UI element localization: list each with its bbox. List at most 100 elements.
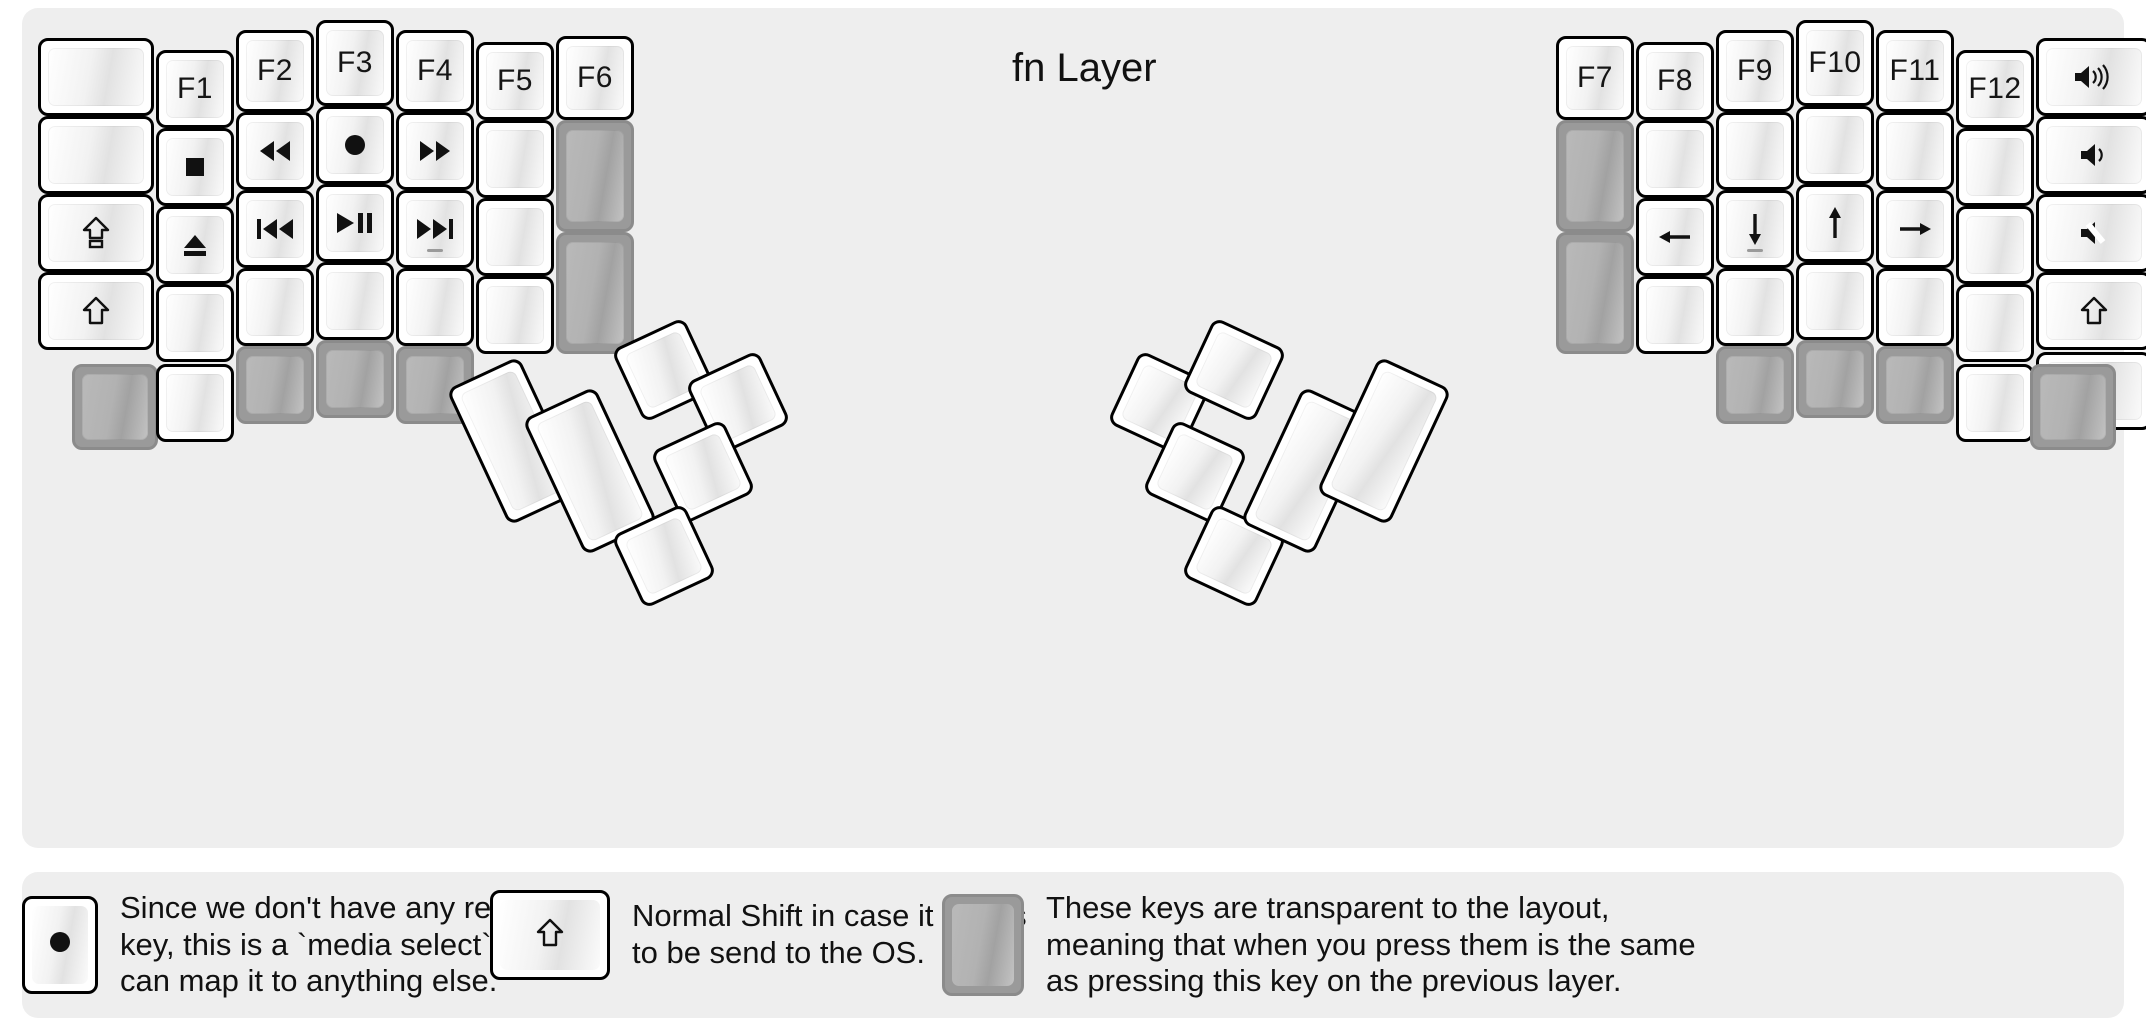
- right-key-r-c2-r3[interactable]: [1636, 198, 1714, 276]
- left-key-l-c5-r3[interactable]: [396, 190, 474, 268]
- sub-dash-marker: [427, 249, 443, 252]
- left-key-l-c5-r1[interactable]: F4: [396, 30, 474, 112]
- legend-record-sample-key[interactable]: [22, 895, 98, 994]
- right-key-r-c5-r1[interactable]: F11: [1876, 30, 1954, 112]
- left-key-l-c3-r3[interactable]: [236, 190, 314, 268]
- keycap-surface: [1966, 138, 2024, 196]
- keycap-surface: [486, 130, 544, 188]
- keycap-surface: [166, 138, 224, 196]
- left-key-l-c2-r1[interactable]: F1: [156, 50, 234, 128]
- keycap-surface: [2040, 374, 2106, 440]
- keycap-surface: [566, 242, 624, 344]
- sub-dash-marker: [1747, 249, 1763, 252]
- keycap-surface: F3: [326, 30, 384, 96]
- left-key-l-c3-r1[interactable]: F2: [236, 30, 314, 112]
- arrow-left-icon: [1657, 224, 1693, 250]
- left-key-l-c1-r3[interactable]: [38, 194, 154, 272]
- right-key-r-c7-r4[interactable]: [2036, 272, 2146, 350]
- keycap-surface: F10: [1806, 30, 1864, 96]
- volume-up-icon: [2071, 62, 2117, 92]
- left-key-l-c6-r2[interactable]: [476, 120, 554, 198]
- left-key-l-c3-r4[interactable]: [236, 268, 314, 346]
- left-key-l-c5-r4[interactable]: [396, 268, 474, 346]
- keycap-surface: F9: [1726, 40, 1784, 102]
- keycap-surface: [1886, 200, 1944, 258]
- left-key-l-c4-r2[interactable]: [316, 106, 394, 184]
- right-key-r-c4-r2[interactable]: [1796, 106, 1874, 184]
- key-label: F7: [1576, 61, 1613, 94]
- play-pause-icon: [334, 210, 376, 236]
- right-key-r-c1-r1[interactable]: F7: [1556, 36, 1634, 120]
- keycap-surface: F1: [166, 60, 224, 118]
- key-label: F2: [256, 54, 293, 87]
- right-key-r-c5-r5[interactable]: [1876, 346, 1954, 424]
- keycap-surface: F4: [406, 40, 464, 102]
- right-key-r-c1-r3[interactable]: [1556, 232, 1634, 354]
- left-key-l-c6-r4[interactable]: [476, 276, 554, 354]
- right-key-r-c3-r4[interactable]: [1716, 268, 1794, 346]
- left-key-l-c2-r4[interactable]: [156, 284, 234, 362]
- right-key-r-c5-r4[interactable]: [1876, 268, 1954, 346]
- right-key-r-c2-r1[interactable]: F8: [1636, 42, 1714, 120]
- right-key-r-c6-r1[interactable]: F12: [1956, 50, 2034, 128]
- stop-icon: [180, 152, 210, 182]
- right-key-r-c6-r4[interactable]: [1956, 284, 2034, 362]
- right-key-r-c4-r4[interactable]: [1796, 262, 1874, 340]
- caps-lock-icon: [81, 216, 111, 250]
- keycap-surface: [663, 432, 743, 512]
- right-key-r-c7-r1[interactable]: [2036, 38, 2146, 116]
- legend-transparent-sample-key[interactable]: [942, 893, 1024, 996]
- keycap-surface: [1726, 200, 1784, 258]
- keycap-surface: [1194, 330, 1274, 410]
- right-key-r-c6-r3[interactable]: [1956, 206, 2034, 284]
- right-key-r-c3-r5[interactable]: [1716, 346, 1794, 424]
- keycap-surface: [624, 516, 704, 596]
- left-key-l-c2-r3[interactable]: [156, 206, 234, 284]
- left-key-l-c2-r5[interactable]: [156, 364, 234, 442]
- keycap-surface: [1966, 374, 2024, 432]
- right-key-r-c2-r2[interactable]: [1636, 120, 1714, 198]
- left-key-l-c4-r3[interactable]: [316, 184, 394, 262]
- left-key-l-c2-r2[interactable]: [156, 128, 234, 206]
- legend-shift-sample-key[interactable]: [490, 890, 610, 980]
- right-key-r-c4-r5[interactable]: [1796, 340, 1874, 418]
- right-key-r-c4-r3[interactable]: [1796, 184, 1874, 262]
- right-key-r-c2-r4[interactable]: [1636, 276, 1714, 354]
- left-key-l-c4-r5[interactable]: [316, 340, 394, 418]
- keycap-surface: [406, 200, 464, 258]
- right-key-r-c5-r2[interactable]: [1876, 112, 1954, 190]
- left-key-l-c1-r1[interactable]: [38, 38, 154, 116]
- left-key-l-c3-r5[interactable]: [236, 346, 314, 424]
- left-key-l-c7-r3[interactable]: [556, 232, 634, 354]
- keycap-surface: [1566, 242, 1624, 344]
- right-key-r-c5-r3[interactable]: [1876, 190, 1954, 268]
- right-key-r-c7-r6[interactable]: [2030, 364, 2116, 450]
- right-key-r-c7-r2[interactable]: [2036, 116, 2146, 194]
- left-key-l-c7-r2[interactable]: [556, 120, 634, 232]
- left-key-l-c3-r2[interactable]: [236, 112, 314, 190]
- right-key-r-c7-r3[interactable]: [2036, 194, 2146, 272]
- keycap-surface: [535, 399, 645, 543]
- right-key-r-c6-r2[interactable]: [1956, 128, 2034, 206]
- right-key-r-c1-r2[interactable]: [1556, 120, 1634, 232]
- left-key-l-c4-r4[interactable]: [316, 262, 394, 340]
- right-key-r-c6-r5[interactable]: [1956, 364, 2034, 442]
- left-key-l-c6-r3[interactable]: [476, 198, 554, 276]
- left-key-l-c6-r1[interactable]: F5: [476, 42, 554, 120]
- right-key-r-c3-r2[interactable]: [1716, 112, 1794, 190]
- keycap-surface: [246, 278, 304, 336]
- left-key-l-c5-r2[interactable]: [396, 112, 474, 190]
- keycap-surface: F5: [486, 52, 544, 110]
- left-key-l-c7-r1[interactable]: F6: [556, 36, 634, 120]
- left-key-l-c1-r4[interactable]: [38, 272, 154, 350]
- left-key-l-c4-r1[interactable]: F3: [316, 20, 394, 106]
- right-key-r-c3-r3[interactable]: [1716, 190, 1794, 268]
- left-key-l-c1-r5[interactable]: [72, 364, 158, 450]
- legend-transparent-text: These keys are transparent to the layout…: [1046, 890, 1696, 999]
- right-key-r-c4-r1[interactable]: F10: [1796, 20, 1874, 106]
- left-key-l-c1-r2[interactable]: [38, 116, 154, 194]
- keycap-surface: [1806, 350, 1864, 408]
- right-key-r-c3-r1[interactable]: F9: [1716, 30, 1794, 112]
